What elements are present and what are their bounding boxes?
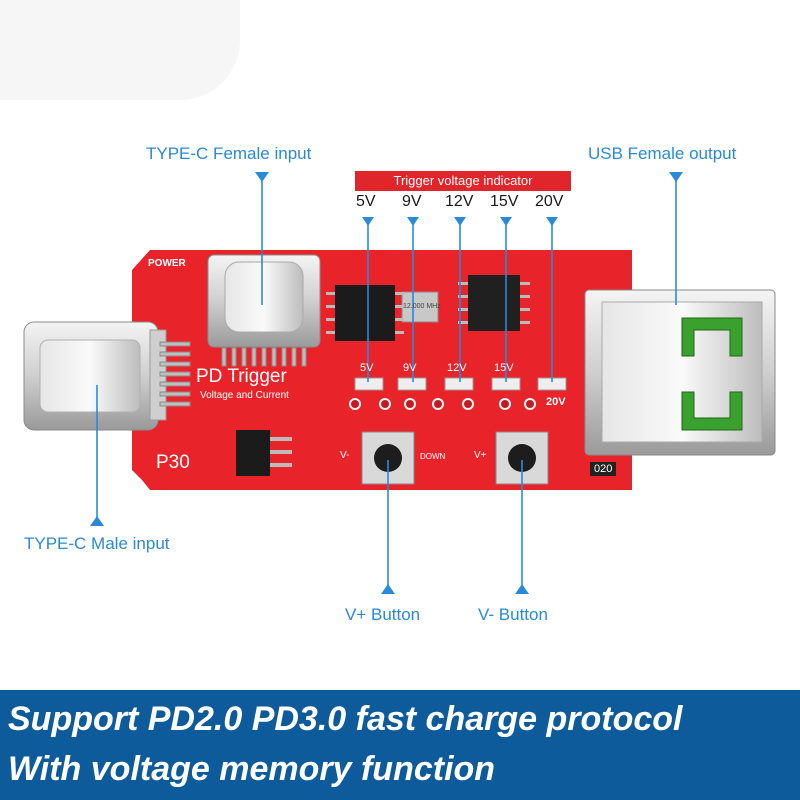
led-label-20v: 20V — [546, 396, 566, 408]
label-typec-female-input: TYPE-C Female input — [146, 144, 312, 163]
typec-male-plug — [23, 321, 191, 431]
indicator-9v: 9V — [402, 193, 422, 210]
indicator-20v: 20V — [535, 193, 564, 210]
button-label-vplus: V+ — [474, 450, 487, 461]
label-usb-female-output: USB Female output — [588, 144, 737, 163]
callout-lines — [90, 172, 683, 594]
button-label-down: DOWN — [420, 452, 446, 461]
label-vminus-button: V- Button — [478, 605, 548, 624]
crystal-marking: 12.000 MHz — [403, 303, 441, 310]
ic-chips — [236, 275, 530, 476]
indicator-12v: 12V — [445, 193, 474, 210]
brand-sub-label: Voltage and Current — [200, 390, 289, 401]
power-label: POWER — [148, 258, 186, 269]
resistor-marking: 020 — [590, 462, 617, 476]
background-shadow — [0, 0, 240, 100]
trigger-voltage-indicator-banner: Trigger voltage indicator — [355, 171, 571, 191]
feature-line-memory: With voltage memory function — [8, 750, 496, 788]
vias — [349, 398, 536, 410]
typec-female-socket — [207, 254, 321, 367]
label-typec-male-input: TYPE-C Male input — [24, 534, 170, 553]
label-vplus-button: V+ Button — [345, 605, 421, 624]
model-label: P30 — [156, 452, 190, 473]
indicator-15v: 15V — [490, 193, 519, 210]
led-label-9v: 9V — [403, 362, 417, 374]
indicator-5v: 5V — [356, 193, 376, 210]
feature-banner: Support PD2.0 PD3.0 fast charge protocol… — [0, 690, 800, 800]
led-label-5v: 5V — [360, 362, 374, 374]
button-label-vminus: V- — [340, 450, 350, 461]
led-label-12v: 12V — [447, 362, 467, 374]
feature-line-protocol: Support PD2.0 PD3.0 fast charge protocol — [8, 700, 683, 738]
usb-female-socket — [584, 289, 776, 456]
brand-label: PD Trigger — [196, 366, 287, 387]
led-label-15v: 15V — [494, 362, 514, 374]
